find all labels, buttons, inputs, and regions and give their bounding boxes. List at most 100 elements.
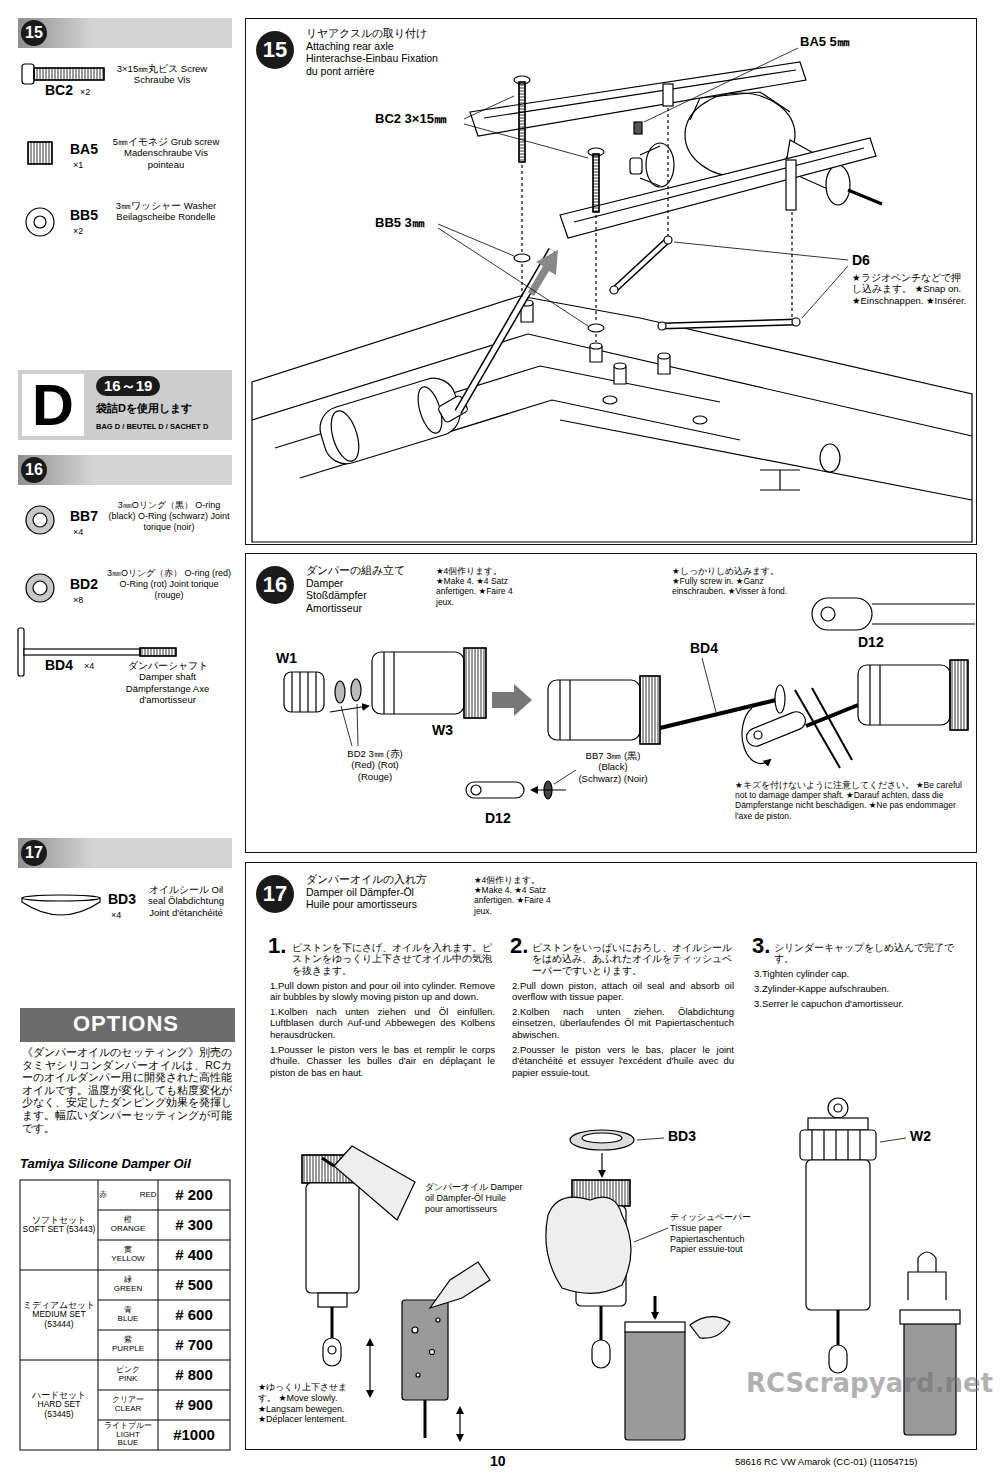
callout-label: BD4 [690,640,718,657]
leader-lines [644,48,798,122]
callout-label: W1 [276,650,297,667]
grade-cell: # 300 [159,1210,229,1240]
callout-label: BA5 5㎜ [800,34,850,50]
callout-label: W2 [910,1128,931,1145]
part-count: ×4 [84,661,94,672]
damper-oil-drawing [322,1158,334,1166]
damper-assembly-drawing [821,607,835,621]
rear-axle-drawing [484,70,796,118]
damper-assembly-drawing [384,652,394,714]
part-description: 3㎜ワッシャー Washer Beilagscheibe Rondelle [110,200,222,223]
rear-axle-drawing [634,122,642,134]
damper-oil-drawing [637,1138,664,1140]
damper-assembly-drawing [812,598,872,630]
damper-oil-drawing [323,1338,341,1366]
color-cell: 赤 RED [99,1180,157,1210]
part-icons [34,68,104,80]
step-number: 17 [256,875,294,913]
part-code: BD3 [108,891,136,908]
rear-axle-drawing [614,240,668,290]
leader-lines [438,224,588,326]
note-text: ★キズを付けないように注意してください。 ★Be careful not to … [735,780,970,821]
part-count: ×4 [111,910,121,921]
step-number: 3. [752,933,770,959]
part-icons [18,628,24,676]
part-icons [34,216,46,228]
step-number: 15 [256,31,294,69]
damper-assembly-drawing [950,660,968,730]
damper-assembly-drawing [754,731,762,739]
step-number: 15 [21,20,47,46]
rear-axle-drawing [593,154,599,212]
damper-oil-drawing [828,1098,848,1118]
callout-label: D12 [485,810,511,827]
damper-oil-drawing [900,1310,960,1324]
chassis-drawing [275,366,972,500]
note-text: ★ゆっくり上下させます。 ★Move slowly. ★Langsam bewe… [258,1382,363,1425]
instruction-text: 3.Zylinder-Kappe aufschrauben. [754,983,964,994]
part-code: BC2 [45,82,73,99]
rear-axle-drawing [522,108,792,342]
damper-oil-drawing [625,1330,685,1440]
damper-assembly-drawing [330,706,368,712]
damper-assembly-drawing [795,688,852,768]
callout-label: W3 [432,722,453,739]
rear-axle-drawing [640,146,660,186]
part-icons [22,895,100,901]
damper-oil-drawing [808,1118,868,1130]
grade-cell: # 500 [159,1270,229,1300]
part-count: ×2 [80,87,90,98]
part-description: 3×15㎜丸ビス Screw Schraube Vis [112,63,212,86]
damper-oil-table [20,1180,230,1450]
damper-oil-drawing [306,1183,359,1293]
note-text: ★4個作ります。 ★Make 4. ★4 Satz anfertigen. ★F… [436,566,526,607]
damper-oil-drawing [430,1350,435,1355]
color-cell: 紫 PURPLE [99,1330,157,1360]
part-icons [140,648,176,656]
part-icons [26,208,54,236]
damper-oil-drawing [331,1307,334,1338]
callout-label: ティッシュペーパー Tissue paper Papiertaschentuch… [670,1212,765,1255]
instruction-text: ピストンを下にさげ、オイルを入れます。ピストンをゆっくり上下させてオイル中の気泡… [292,942,495,976]
step-heading: リヤアクスルの取り付け Attaching rear axle Hinterac… [306,27,441,77]
page-number: 10 [490,1453,506,1470]
instruction-text: 2.Pousser le piston vers le bas, placer … [512,1044,734,1078]
damper-oil-drawing [459,1408,460,1440]
color-cell: 橙 ORANGE [99,1210,157,1240]
damper-assembly-drawing [351,679,361,701]
damper-oil-drawing [634,1228,668,1242]
rear-axle-drawing [786,160,796,210]
rear-axle-drawing [662,322,796,326]
damper-oil-drawing [812,1130,860,1160]
chassis-drawing [693,416,707,424]
part-description: 3㎜Oリング（赤） O-ring (red) O-Ring (rot) Join… [106,568,232,600]
bag-note: 袋詰Dを使用します [96,402,192,415]
damper-assembly-drawing [292,672,316,712]
bag-note: BAG D / BEUTEL D / SACHET D [96,422,208,431]
watermark: RCScrapyard.net [746,1368,993,1399]
callout-label: BD2 3㎜ (赤) (Red) (Rot) (Rouge) [340,748,410,782]
part-icons [26,506,54,534]
damper-oil-table [20,1180,230,1450]
chassis-drawing [658,353,670,359]
step-header-bar: 17 [18,838,232,868]
damper-assembly-drawing [554,770,576,784]
options-band: OPTIONS [20,1008,235,1042]
part-icons [28,142,52,164]
rear-axle-drawing [630,158,642,174]
part-count: ×8 [73,595,83,606]
damper-assembly-drawing [742,708,770,764]
rear-axle-drawing [614,240,668,290]
damper-assembly-drawing [532,789,566,790]
part-icons [22,64,34,84]
step-number: 16 [256,566,294,604]
damper-oil-drawing [424,1400,427,1438]
damper-oil-drawing [412,1327,418,1333]
part-icons [24,649,140,655]
damper-oil-drawing [690,1317,730,1339]
rear-axle-drawing [514,254,530,262]
color-cell: 黄 YELLOW [99,1240,157,1270]
note-text: ★しっかりしめ込みます。 ★Fully screw in. ★Ganz eins… [672,566,797,597]
damper-assembly-drawing [335,681,345,703]
rear-axle-drawing [588,324,604,332]
